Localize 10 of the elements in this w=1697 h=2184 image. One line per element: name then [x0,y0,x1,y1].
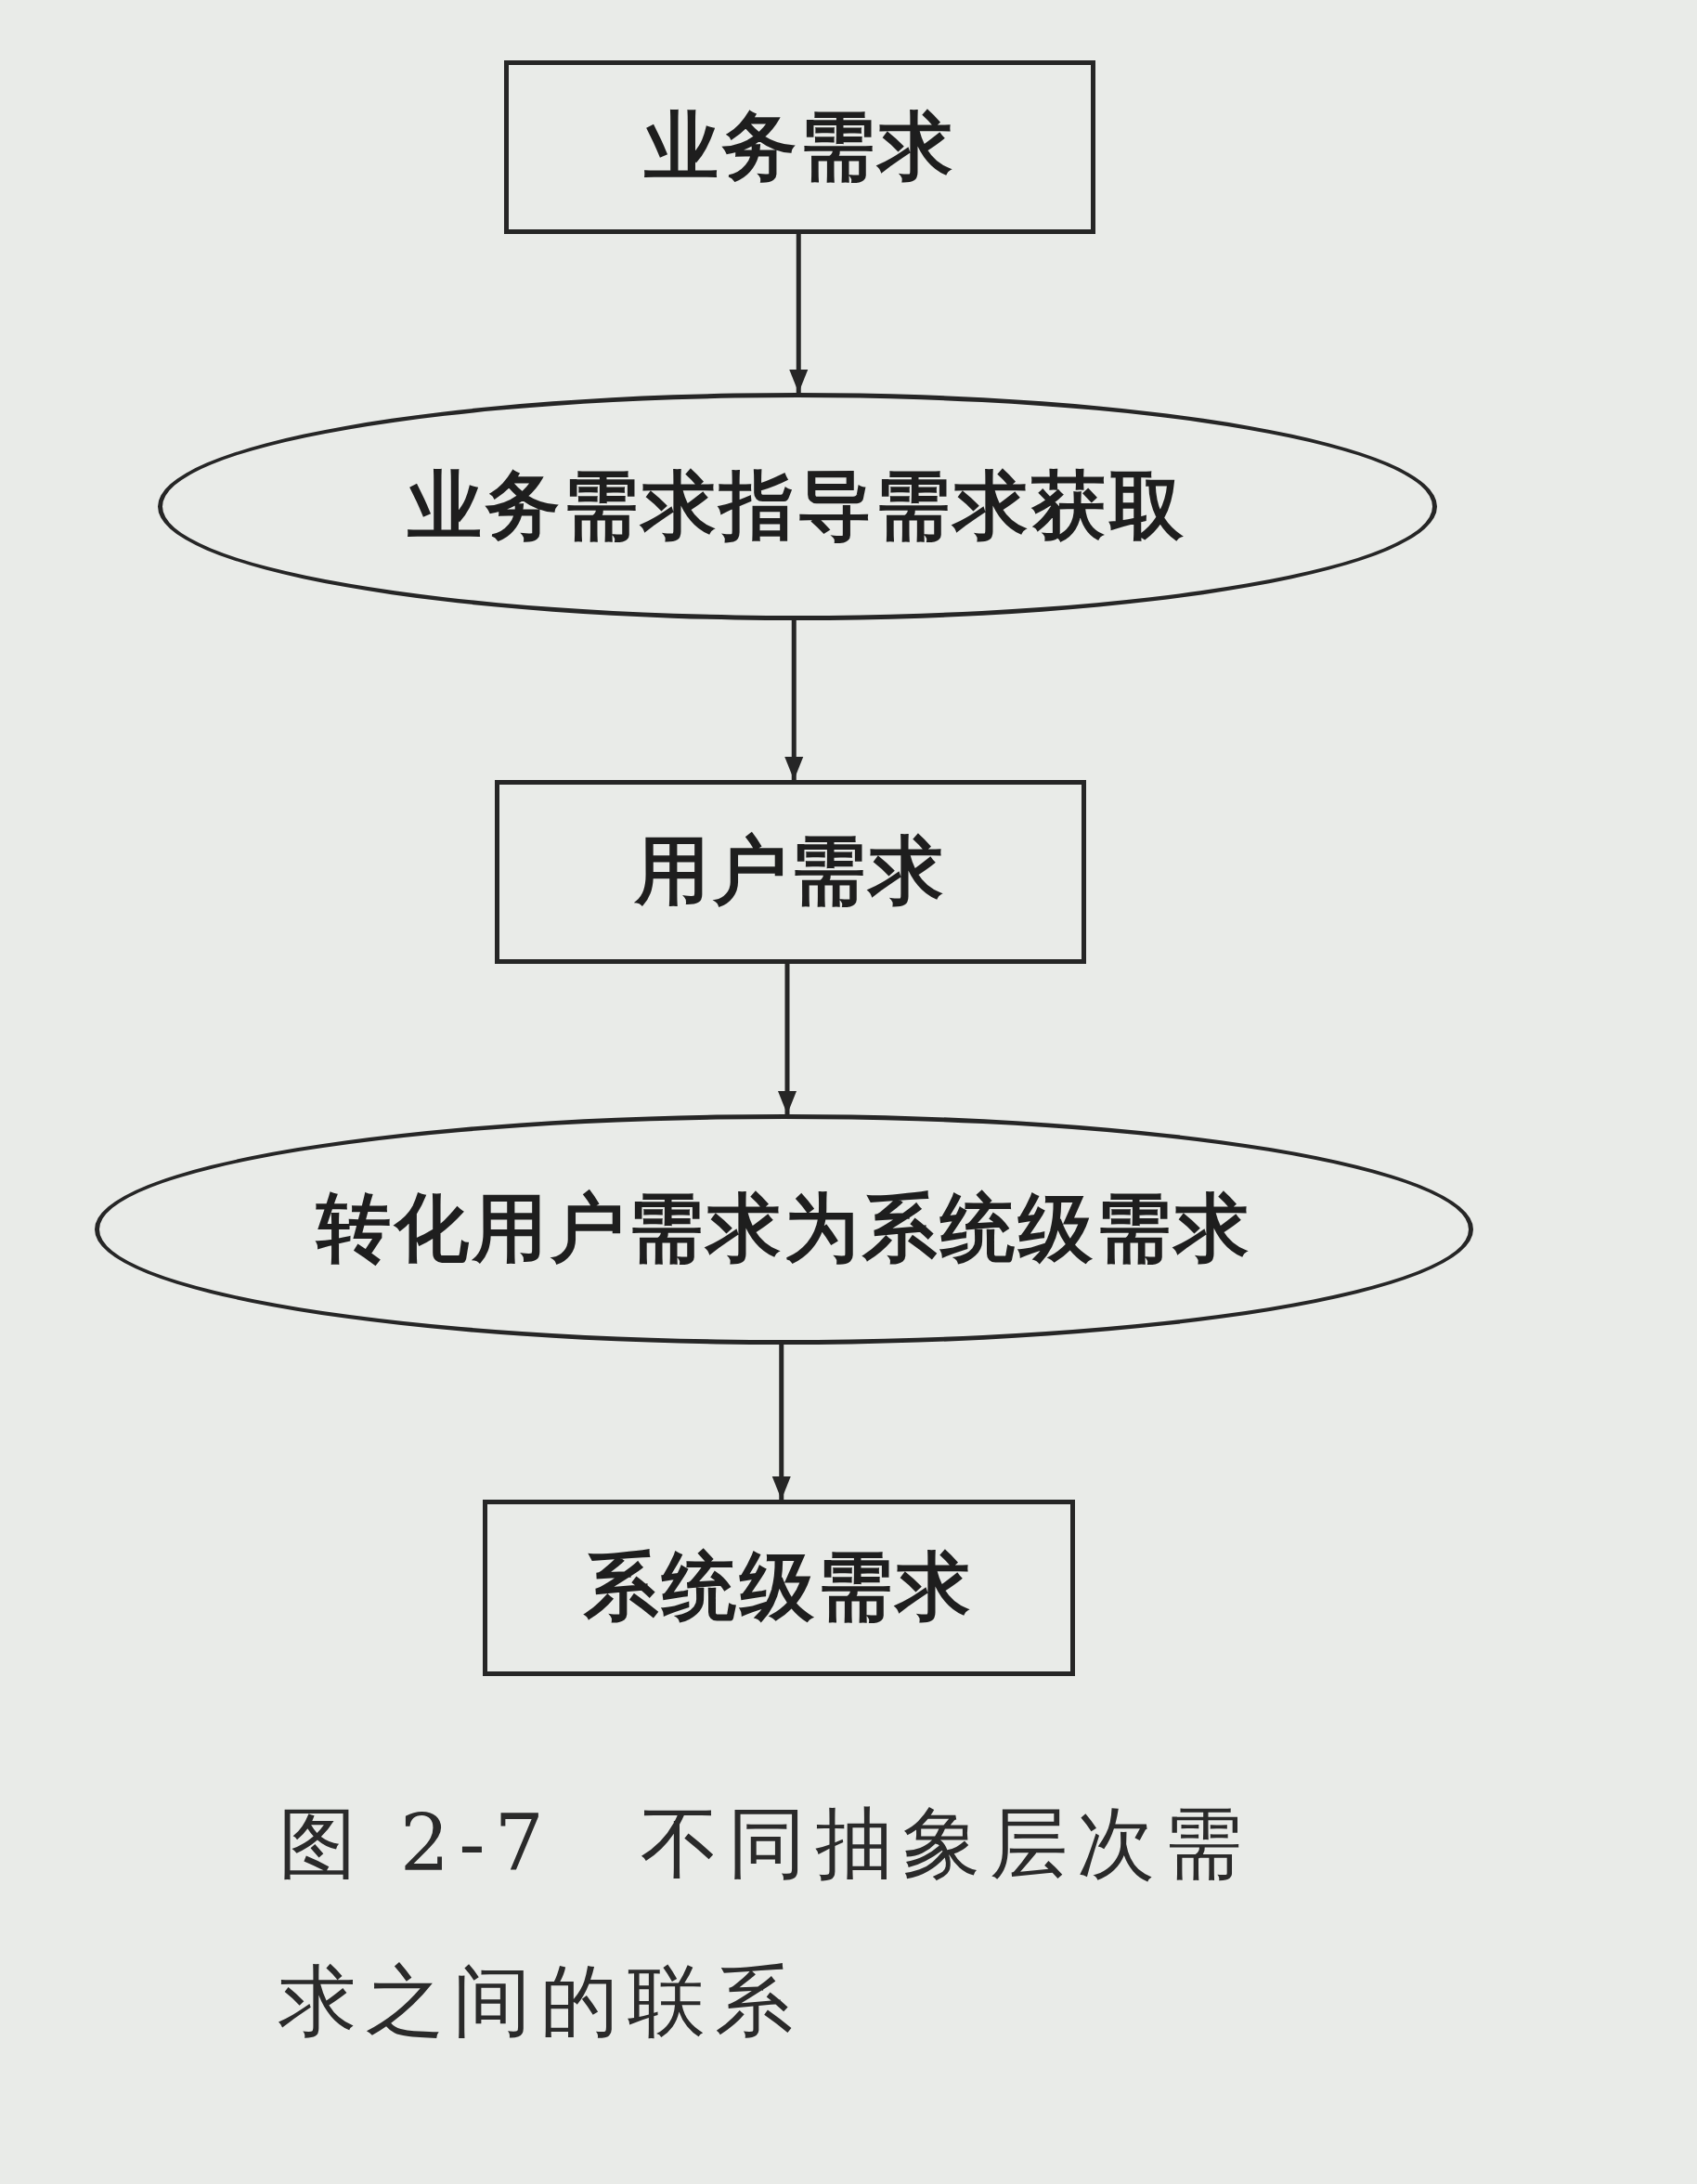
process-box: 用户需求 [495,780,1086,964]
process-box: 业务需求 [504,60,1095,234]
process-ellipse: 转化用户需求为系统级需求 [95,1114,1473,1345]
arrow [778,964,797,1114]
process-box: 系统级需求 [483,1500,1075,1676]
arrow [789,234,809,393]
arrow [784,620,804,780]
arrow [771,1345,791,1500]
process-ellipse: 业务需求指导需求获取 [158,393,1437,620]
figure-caption: 图 2-7 不同抽象层次需求之间的联系 [279,1797,1252,2048]
